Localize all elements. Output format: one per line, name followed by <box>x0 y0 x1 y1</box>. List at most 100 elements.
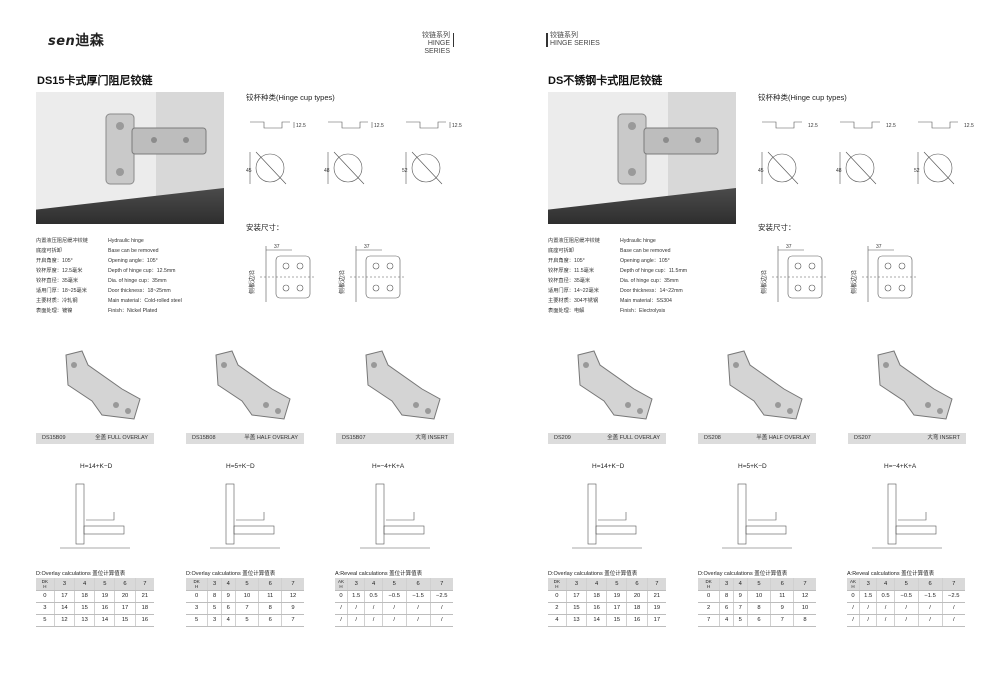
product-code: DS209 <box>554 435 571 441</box>
install-dim-2: 37 <box>364 244 370 250</box>
cup-depth-3: 12.5 <box>452 123 462 129</box>
product-card: DS15B08 半盖 HALF OVERLAY <box>186 345 304 445</box>
hinge-cup-diagrams: 12.5 12.5 12.5 45 48 52 <box>758 121 974 185</box>
install-dim-1: 37 <box>274 244 280 250</box>
cup-diagram-2 <box>327 121 373 185</box>
install-diagram-2 <box>350 246 406 302</box>
series-en: HINGE SERIES <box>550 40 600 47</box>
hinge-photo-illustration <box>105 113 207 185</box>
series-divider <box>546 33 548 47</box>
product-type: 半盖 HALF OVERLAY <box>756 435 810 441</box>
hinge-product-image <box>215 350 291 420</box>
product-code: DS15B07 <box>342 435 366 441</box>
product-title: DS15卡式厚门阻尼铰链 <box>37 75 153 87</box>
cup-offset-2: 48 <box>836 168 842 174</box>
calc-heading-1: D:Overlay calculations 盖位计算值表 <box>548 571 638 577</box>
product-type: 大弯 INSERT <box>415 435 448 441</box>
series-cn: 铰链系列 <box>550 32 578 39</box>
table-row: ////// <box>335 602 453 615</box>
cup-offset-3: 52 <box>914 168 920 174</box>
table-row: ////// <box>847 602 965 615</box>
cup-depth-1: 12.5 <box>296 123 306 129</box>
product-card: DS15B09 全盖 FULL OVERLAY <box>36 345 154 445</box>
install-heading: 安装尺寸： <box>758 223 796 232</box>
product-type: 全盖 FULL OVERLAY <box>607 435 660 441</box>
spec-row: 开启角度：105°Opening angle：105° <box>548 258 670 264</box>
table-row: ////// <box>335 614 453 627</box>
spec-row: 开启角度：105°Opening angle：105° <box>36 258 158 264</box>
side-label-1: 侧板边沿 <box>760 270 768 294</box>
side-label-1: 侧板边沿 <box>248 270 256 294</box>
hinge-product-image <box>365 350 441 420</box>
series-divider <box>452 33 454 47</box>
product-code: DS15B09 <box>42 435 66 441</box>
install-diagrams: 37 37 侧板边沿 侧板边沿 <box>760 244 918 302</box>
overlay-section-diagrams <box>60 483 430 549</box>
product-variants: DS15B09 全盖 FULL OVERLAY DS15B08 半盖 HALF OV… <box>36 345 456 445</box>
hinge-product-image <box>877 350 953 420</box>
install-diagrams: 37 侧板边沿 37 侧板边沿 <box>248 244 406 302</box>
series-cn: 铰链系列 <box>422 32 450 39</box>
hinge-product-image <box>65 350 141 420</box>
install-heading: 安装尺寸： <box>246 223 284 232</box>
product-code: DS207 <box>854 435 871 441</box>
calc-heading-3: A:Reveal calculations 盖位计算值表 <box>335 571 423 577</box>
formula-insert: H=−4+K+A <box>884 463 917 470</box>
formula-half-overlay: H=5+K−D <box>226 463 255 470</box>
overlay-section-diagrams <box>572 483 942 549</box>
product-type: 大弯 INSERT <box>927 435 960 441</box>
hinge-product-image <box>727 350 803 420</box>
catalog-page-left: sen迪森 铰链系列 HINGE SERIES DS15卡式厚门阻尼铰链 铰杯种… <box>36 32 462 627</box>
series-header: 铰链系列 HINGE SERIES <box>405 32 454 56</box>
cup-types-heading: 铰杯种类(Hinge cup types) <box>758 93 847 102</box>
cup-diagram-3 <box>405 121 451 185</box>
product-type: 半盖 HALF OVERLAY <box>244 435 298 441</box>
product-title: DS不锈钢卡式阻尼铰链 <box>548 75 663 87</box>
formula-full-overlay: H=14+K−D <box>80 463 113 470</box>
product-type: 全盖 FULL OVERLAY <box>95 435 148 441</box>
logo-chinese: 迪森 <box>75 33 105 49</box>
product-code: DS15B08 <box>192 435 216 441</box>
hinge-cup-diagrams: 12.5 45 12.5 48 12.5 52 <box>246 121 462 185</box>
cup-types-heading: 铰杯种类(Hinge cup types) <box>246 93 335 102</box>
side-label-2: 侧板边沿 <box>338 270 346 294</box>
catalog-page-right: 铰链系列 HINGE SERIES DS不锈钢卡式阻尼铰链 铰杯种类(Hinge… <box>500 0 1000 682</box>
cup-depth-3: 12.5 <box>964 123 974 129</box>
hinge-photo-illustration <box>617 113 719 185</box>
install-dim-2: 37 <box>876 244 882 250</box>
series-en: HINGE SERIES <box>424 40 450 55</box>
formula-half-overlay: H=5+K−D <box>738 463 767 470</box>
